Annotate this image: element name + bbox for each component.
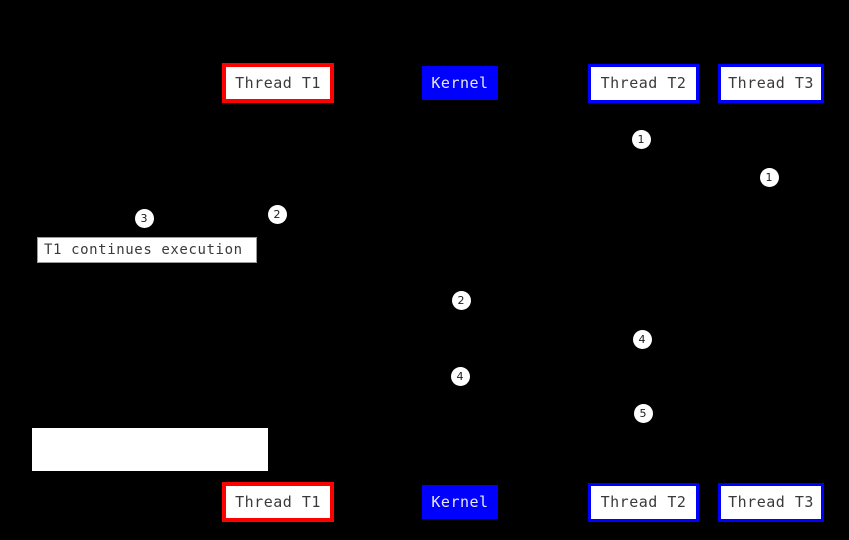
step-circle-4-6: 4 — [450, 366, 470, 386]
participant-bottom-kernel-label: Kernel — [431, 492, 489, 511]
step-circle-2-3: 2 — [267, 204, 287, 224]
participant-top-thread-t1-label: Thread T1 — [235, 73, 321, 92]
participant-bottom-thread-t3-label: Thread T3 — [728, 493, 814, 511]
step-circle-3-2: 3 — [134, 208, 154, 228]
participant-top-kernel-label: Kernel — [431, 73, 489, 92]
note-t1-continues-execution: T1 continues execution — [37, 237, 257, 263]
participant-bottom-thread-t1-label: Thread T1 — [235, 492, 321, 511]
lifeline-thread-t3 — [771, 103, 772, 483]
step-circle-4-5: 4 — [632, 329, 652, 349]
participant-top-thread-t2[interactable]: Thread T2 — [588, 64, 699, 103]
message-2 — [460, 310, 461, 311]
participant-top-thread-t1[interactable]: Thread T1 — [222, 63, 334, 103]
step-circle-1-0: 1 — [631, 129, 651, 149]
lifeline-thread-t2 — [643, 103, 644, 483]
lifeline-thread-t1 — [278, 103, 279, 482]
message-3 — [278, 228, 279, 229]
participant-top-kernel[interactable]: Kernel — [422, 66, 498, 100]
note-t1-continues-execution-text: T1 continues execution — [44, 242, 243, 258]
step-circle-2-4: 2 — [451, 290, 471, 310]
participant-bottom-thread-t3[interactable]: Thread T3 — [718, 483, 824, 522]
step-circle-1-1: 1 — [759, 167, 779, 187]
participant-bottom-thread-t2-label: Thread T2 — [600, 493, 687, 511]
participant-bottom-thread-t1[interactable]: Thread T1 — [222, 482, 334, 522]
note-blank — [32, 428, 268, 471]
participant-top-thread-t2-label: Thread T2 — [600, 74, 687, 92]
step-circle-5-7: 5 — [633, 403, 653, 423]
participant-bottom-kernel[interactable]: Kernel — [422, 485, 498, 519]
participant-bottom-thread-t2[interactable]: Thread T2 — [588, 483, 699, 522]
participant-top-thread-t3-label: Thread T3 — [728, 74, 814, 92]
message-1 — [643, 148, 644, 149]
participant-top-thread-t3[interactable]: Thread T3 — [718, 64, 824, 103]
